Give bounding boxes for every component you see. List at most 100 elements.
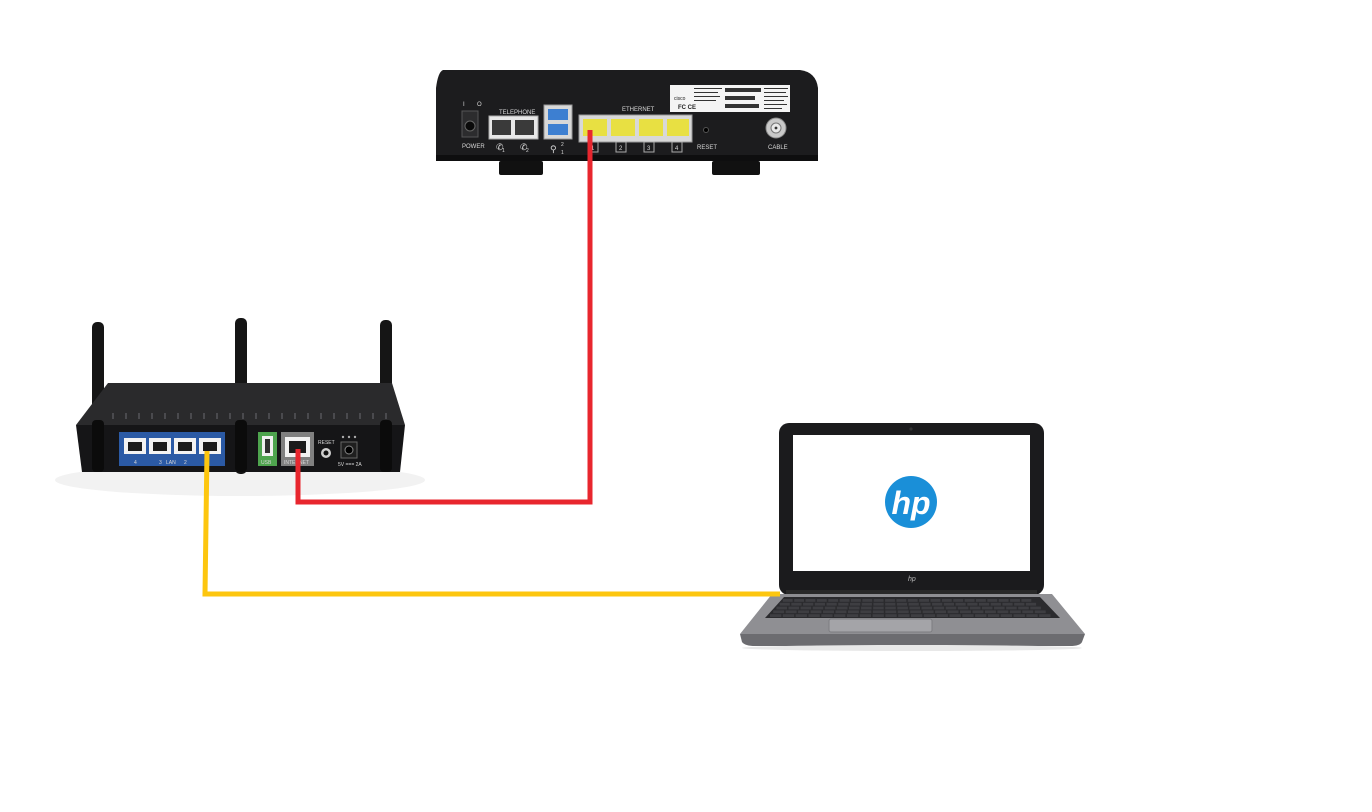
usb-icon: ⚲ [550, 144, 557, 154]
usb-number-1: 1 [561, 150, 564, 156]
laptop-key [798, 610, 810, 614]
router-vent-slot [112, 413, 114, 419]
laptop-key [836, 606, 848, 610]
laptop-key [821, 614, 833, 617]
telephone-ports: TELEPHONE ✆ 1 ✆ 2 [488, 110, 539, 154]
laptop-key [873, 606, 884, 610]
laptop-key [814, 602, 826, 606]
power-label: POWER [462, 144, 485, 150]
router-reset-label: RESET [318, 440, 335, 446]
laptop-key [862, 599, 873, 602]
laptop-key [779, 602, 790, 606]
laptop-key [885, 614, 897, 617]
usb-number-2: 2 [561, 142, 564, 148]
router-vent-slot [372, 413, 374, 419]
ethernet-label: ETHERNET [622, 107, 655, 113]
router-vent-slot [190, 413, 192, 419]
laptop-key [907, 599, 918, 602]
laptop-key [957, 606, 969, 610]
laptop-key [773, 610, 785, 614]
laptop-key [896, 599, 907, 602]
router-vents [112, 413, 387, 419]
laptop-key [805, 599, 816, 602]
laptop-key [1018, 606, 1029, 610]
router-vent-slot [385, 413, 387, 419]
power-switch: I O POWER [461, 102, 485, 150]
laptop-key [872, 614, 884, 617]
laptop-key [794, 599, 805, 602]
laptop-key [828, 599, 839, 602]
laptop-key [981, 606, 993, 610]
laptop-key [808, 614, 820, 617]
laptop-key [785, 610, 797, 614]
laptop-key [910, 610, 922, 614]
laptop-key [803, 602, 814, 606]
router-vent-slot [125, 413, 127, 419]
laptop-key [859, 614, 872, 617]
router-vent-slot [177, 413, 179, 419]
router-vent-slot [242, 413, 244, 419]
phone-icon-1: ✆ [496, 142, 504, 152]
router-vent-slot [346, 413, 348, 419]
router-vent-slot [359, 413, 361, 419]
modem-foot-left [499, 161, 543, 175]
modem-reset-label: RESET [697, 145, 717, 151]
laptop-key [1021, 599, 1032, 602]
laptop-key [885, 599, 895, 602]
router-reset: RESET [318, 440, 335, 458]
router-vent-slot [216, 413, 218, 419]
laptop-key [943, 602, 955, 606]
laptop-key [897, 606, 908, 610]
laptop-key [962, 614, 974, 617]
laptop-key [1014, 602, 1025, 606]
laptop-key [935, 610, 947, 614]
router-usb-port: USB [258, 432, 277, 466]
laptop-key [987, 599, 998, 602]
ethernet-number-4: 4 [675, 146, 679, 152]
laptop-key [846, 614, 859, 617]
laptop-key [782, 614, 795, 617]
lan-number-2: 2 [184, 460, 187, 466]
cable-label: CABLE [768, 145, 788, 151]
laptop-key [1039, 614, 1051, 617]
laptop-key [960, 610, 971, 614]
laptop-key [975, 614, 987, 617]
laptop-key [770, 614, 782, 617]
laptop-key [800, 606, 812, 610]
laptop-key [848, 606, 860, 610]
laptop-key [969, 606, 981, 610]
switch-mark-on: I [463, 102, 465, 108]
router-vent-slot [307, 413, 309, 419]
router-vent-slot [333, 413, 335, 419]
laptop-key [1025, 602, 1037, 606]
laptop-key [885, 602, 896, 606]
laptop-key [898, 614, 910, 617]
laptop-key [810, 610, 822, 614]
laptop-key [826, 602, 837, 606]
laptop-key [911, 614, 923, 617]
laptop-key [776, 606, 787, 610]
laptop-key [921, 606, 933, 610]
laptop-key [838, 602, 849, 606]
router-vent-slot [164, 413, 166, 419]
modem-ethernet-ports: ETHERNET 1 2 3 4 [578, 107, 693, 153]
router-vent-slot [294, 413, 296, 419]
laptop-key [987, 614, 1000, 617]
bezel-logo: hp [908, 576, 916, 583]
laptop-key [834, 614, 846, 617]
lan-number-4: 4 [134, 460, 137, 466]
laptop-key [839, 599, 850, 602]
router-usb-label: USB [261, 460, 272, 466]
ethernet-number-3: 3 [647, 146, 651, 152]
laptop-key [975, 599, 986, 602]
laptop-key [823, 610, 834, 614]
laptop-keyboard [770, 599, 1051, 617]
laptop-key [873, 599, 884, 602]
wireless-router: 4 3 LAN 2 USB INTERNET RESET [55, 318, 425, 496]
laptop-key [1022, 610, 1034, 614]
router-vent-slot [203, 413, 205, 419]
router-vent-slot [281, 413, 283, 419]
laptop-key [791, 602, 802, 606]
laptop-key [920, 602, 931, 606]
